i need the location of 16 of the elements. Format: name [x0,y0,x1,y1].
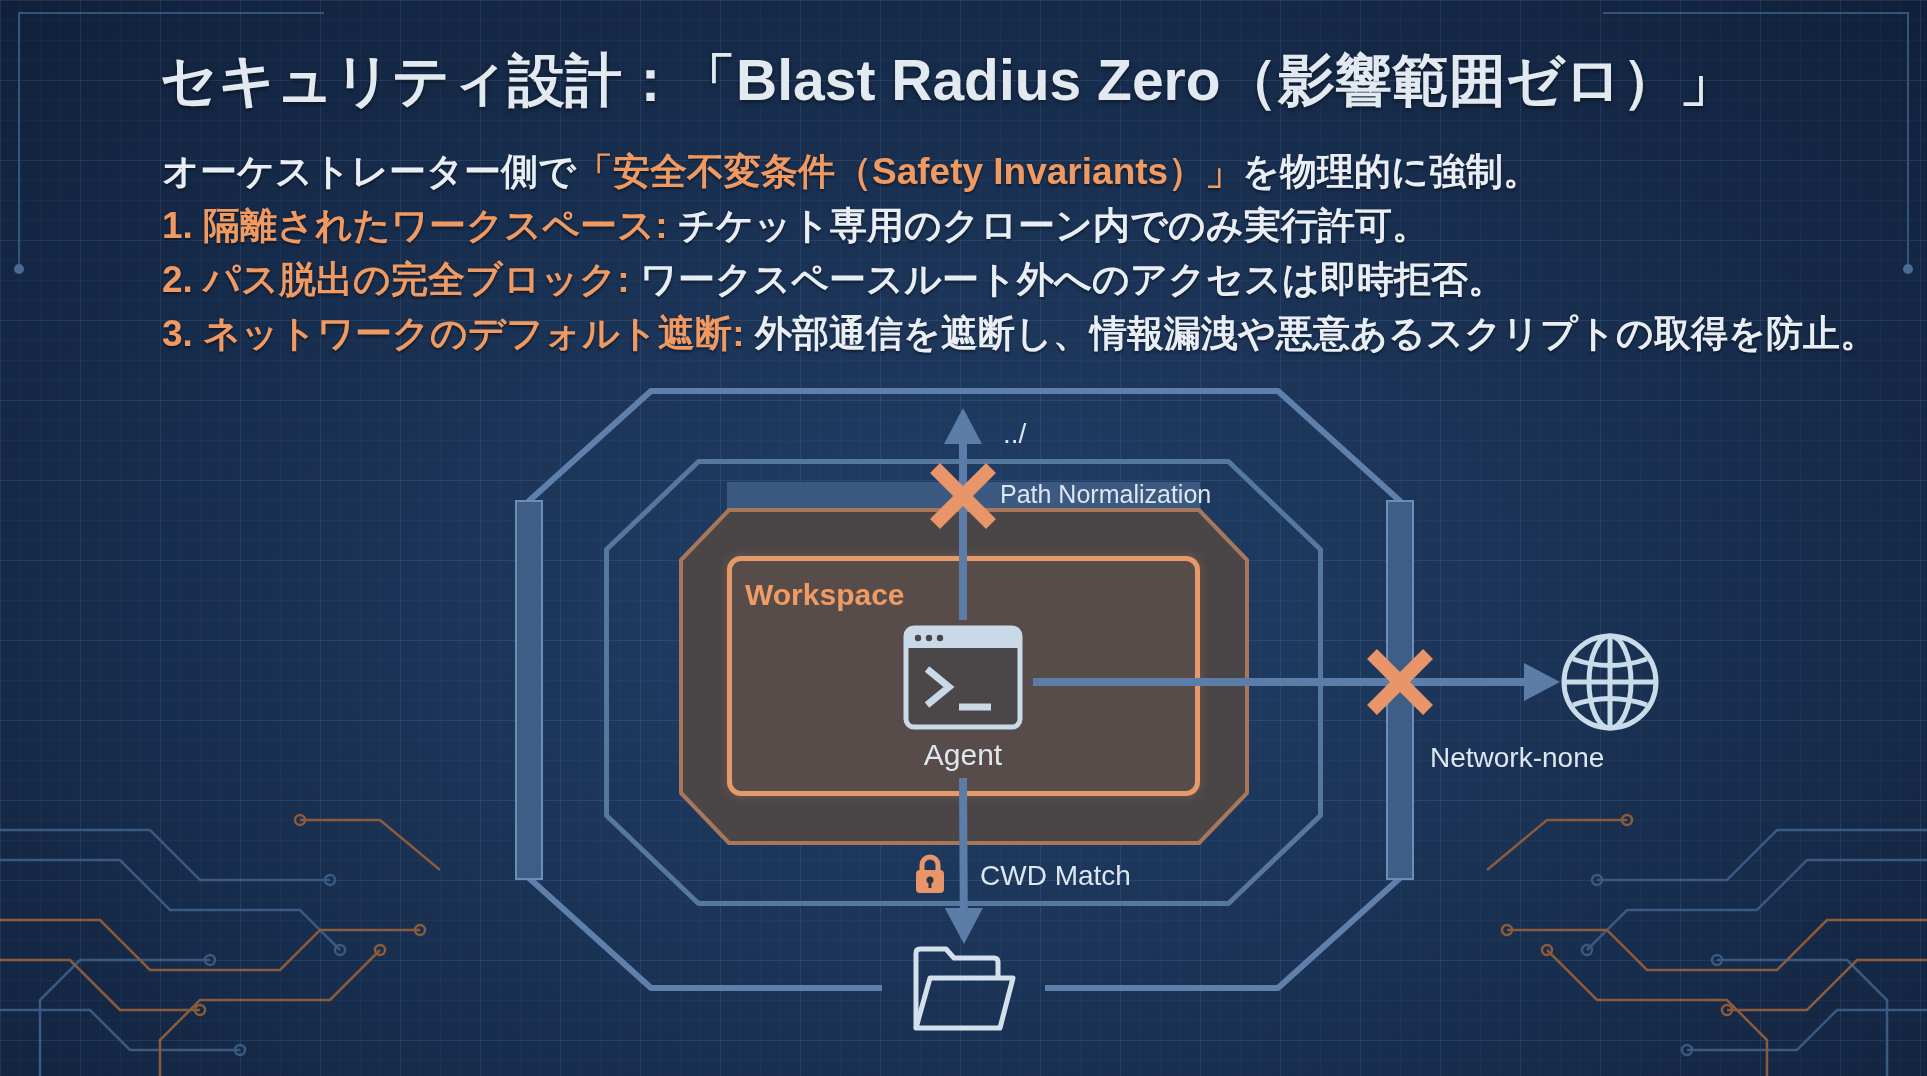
arrow [944,408,982,620]
edge-label: Network-none [1430,742,1605,774]
box-title: Workspace [745,578,905,612]
text-line: 3. ネットワークのデフォルト遮断: 外部通信を遮断し、情報漏洩や悪意あるスクリプトの取得を防止。 [162,312,1877,356]
edge-label: CWD Match [980,860,1131,892]
bar-label: Path Normalization [1000,480,1212,508]
slide-title: セキュリティ設計：「Blast Radius Zero（影響範囲ゼロ）」 [160,47,1736,114]
arrow [1033,663,1560,701]
node-label: Agent [923,738,1003,772]
workspace-box [727,556,1200,796]
text-line: 2. パス脱出の完全ブロック: ワークスペースルート外へのアクセスは即時拒否。 [162,258,1505,302]
text-line: オーケストレーター側で「安全不変条件（Safety Invariants）」を物理的に強制。 [162,150,1541,194]
arrow [944,777,983,945]
text-line: 1. 隔離されたワークスペース: チケット専用のクローン内でのみ実行許可。 [162,204,1429,248]
globe-icon [1560,632,1660,732]
edge-label: ../ [1003,418,1027,450]
